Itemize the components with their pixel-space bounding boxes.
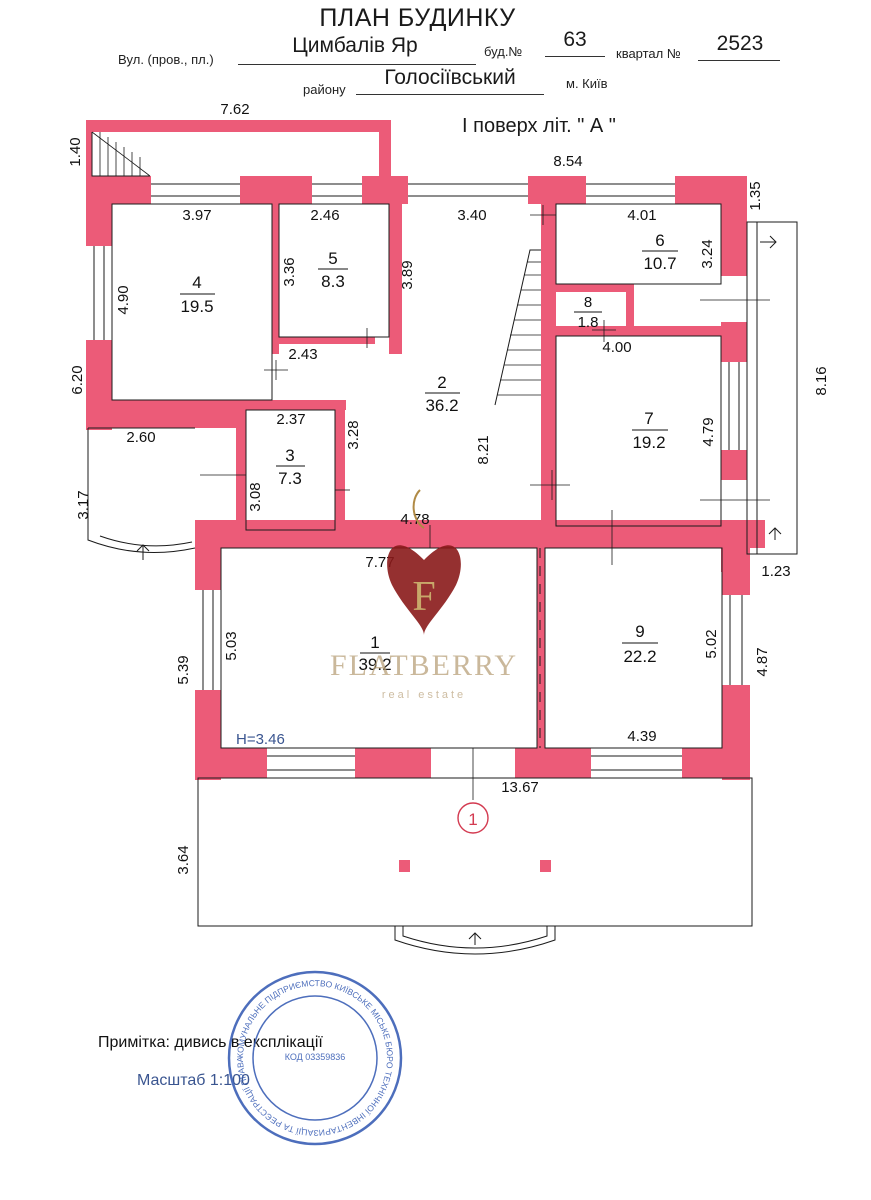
room-1-number: 1 bbox=[370, 633, 379, 652]
dim-4-90: 4.90 bbox=[115, 285, 132, 314]
room-labels: 1 39.2 2 36.2 3 7.3 4 19.5 5 8.3 6 10.7 … bbox=[180, 231, 678, 674]
room-4-number: 4 bbox=[192, 273, 201, 292]
room-8-area: 1.8 bbox=[578, 314, 599, 331]
dim-4-79: 4.79 bbox=[700, 417, 717, 446]
plan-outlines bbox=[87, 131, 798, 955]
city-label: м. Київ bbox=[566, 76, 608, 91]
room-2-number: 2 bbox=[437, 373, 446, 392]
room-5-area: 8.3 bbox=[321, 272, 345, 291]
dim-3-28: 3.28 bbox=[345, 420, 362, 449]
stamp-inner-ring bbox=[252, 995, 378, 1121]
dim-2-46: 2.46 bbox=[310, 207, 339, 224]
block-underline bbox=[698, 60, 780, 61]
dim-8-16: 8.16 bbox=[813, 366, 830, 395]
section-marker-circle bbox=[457, 802, 489, 834]
scale-label: Масштаб 1:100 bbox=[137, 1072, 250, 1089]
block-label: квартал № bbox=[616, 46, 681, 61]
ceiling-height: H=3.46 bbox=[236, 731, 285, 748]
dim-1-35: 1.35 bbox=[747, 181, 764, 210]
building-value: 63 bbox=[563, 28, 587, 51]
room-2-area: 36.2 bbox=[425, 396, 458, 415]
dim-7-62: 7.62 bbox=[220, 101, 249, 118]
dim-4-39: 4.39 bbox=[627, 728, 656, 745]
footer-note: Примітка: дивись в експлікації bbox=[98, 1034, 323, 1051]
plan-walls bbox=[86, 120, 765, 872]
dim-8-21: 8.21 bbox=[475, 435, 492, 464]
building-label: буд.№ bbox=[484, 44, 523, 59]
dim-4-87: 4.87 bbox=[754, 647, 771, 676]
dim-5-02: 5.02 bbox=[703, 629, 720, 658]
dim-5-39: 5.39 bbox=[175, 655, 192, 684]
section-marker-label: 1 bbox=[468, 810, 477, 829]
room-7-area: 19.2 bbox=[632, 433, 665, 452]
dim-2-43: 2.43 bbox=[288, 346, 317, 363]
dim-1-40: 1.40 bbox=[67, 137, 84, 166]
dim-1-23: 1.23 bbox=[761, 563, 790, 580]
dim-3-89: 3.89 bbox=[399, 260, 416, 289]
official-stamp: КОМУНАЛЬНЕ ПІДПРИЄМСТВО КИЇВСЬКЕ МІСЬКЕ … bbox=[221, 959, 405, 1148]
room-7-number: 7 bbox=[644, 409, 653, 428]
floor-label: I поверх літ. " А " bbox=[462, 115, 616, 137]
dim-2-60: 2.60 bbox=[126, 429, 155, 446]
dim-3-17: 3.17 bbox=[75, 490, 92, 519]
dim-3-24: 3.24 bbox=[699, 239, 716, 268]
dim-4-78: 4.78 bbox=[400, 511, 429, 528]
district-value: Голосіївський bbox=[384, 66, 516, 89]
room-9-number: 9 bbox=[635, 622, 644, 641]
dim-3-97: 3.97 bbox=[182, 207, 211, 224]
dimension-labels: 7.62 1.40 8.54 1.35 3.97 2.46 3.40 4.01 … bbox=[67, 101, 830, 875]
dim-3-40: 3.40 bbox=[457, 207, 486, 224]
room-6-number: 6 bbox=[655, 231, 664, 250]
street-value: Цимбалів Яр bbox=[292, 34, 418, 57]
street-underline bbox=[238, 64, 476, 65]
dim-4-01: 4.01 bbox=[627, 207, 656, 224]
district-label: району bbox=[303, 82, 346, 97]
dim-3-64: 3.64 bbox=[175, 845, 192, 874]
dim-7-77: 7.77 bbox=[365, 554, 394, 571]
dim-3-36: 3.36 bbox=[281, 257, 298, 286]
dim-3-08: 3.08 bbox=[247, 482, 264, 511]
room-1-area: 39.2 bbox=[358, 655, 391, 674]
room-9-area: 22.2 bbox=[623, 647, 656, 666]
room-5-number: 5 bbox=[328, 249, 337, 268]
district-underline bbox=[356, 94, 544, 95]
room-4-area: 19.5 bbox=[180, 297, 213, 316]
stamp-outer-ring bbox=[227, 970, 403, 1146]
room-8-number: 8 bbox=[584, 294, 592, 311]
building-underline bbox=[545, 56, 605, 57]
dim-2-37: 2.37 bbox=[276, 411, 305, 428]
block-value: 2523 bbox=[716, 32, 764, 55]
dim-8-54: 8.54 bbox=[553, 153, 582, 170]
dim-5-03: 5.03 bbox=[223, 631, 240, 660]
dim-13-67: 13.67 bbox=[501, 779, 539, 796]
room-3-area: 7.3 bbox=[278, 469, 302, 488]
stamp-code: КОД 03359836 bbox=[285, 1052, 346, 1062]
street-label: Вул. (пров., пл.) bbox=[118, 52, 214, 67]
room-3-number: 3 bbox=[285, 446, 294, 465]
dim-6-20: 6.20 bbox=[69, 365, 86, 394]
dim-4-00: 4.00 bbox=[602, 339, 631, 356]
page-title: ПЛАН БУДИНКУ bbox=[319, 4, 516, 32]
room-6-area: 10.7 bbox=[643, 254, 676, 273]
